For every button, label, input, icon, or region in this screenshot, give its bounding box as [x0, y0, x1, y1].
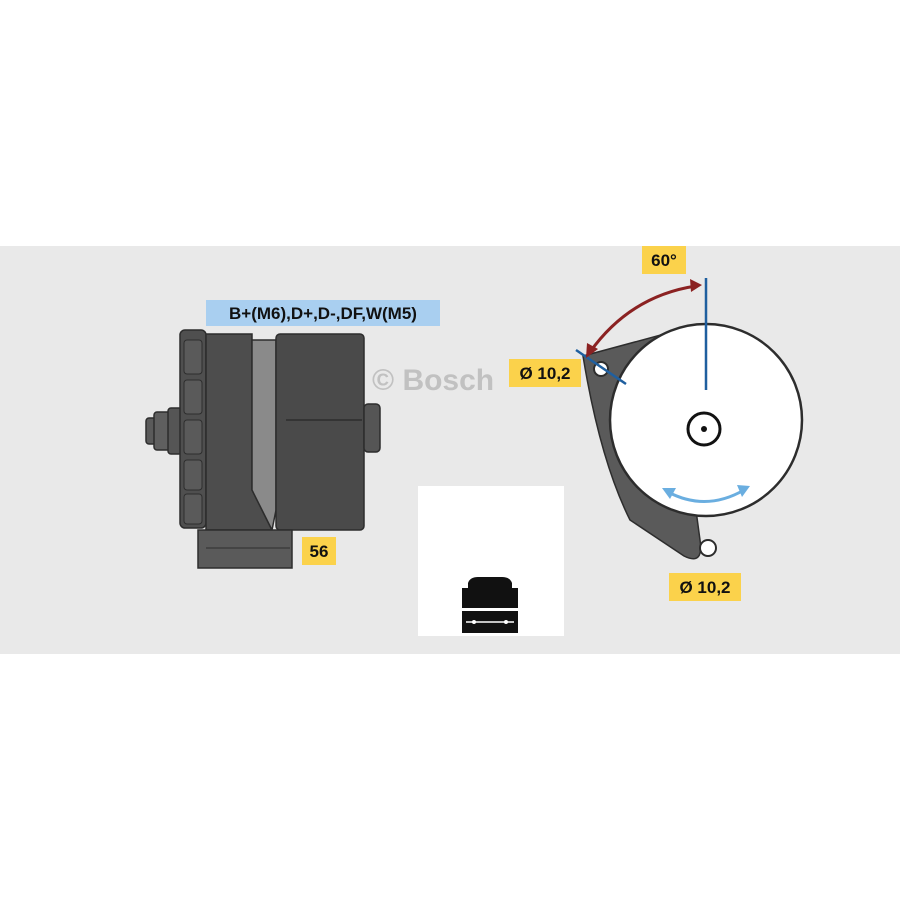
angle-arrow-icon [586, 279, 702, 358]
connector-plug-icon [462, 577, 518, 633]
length-label: 56 [302, 537, 336, 565]
rotation-arrow-icon [662, 485, 750, 503]
angle-label: 60° [642, 246, 686, 274]
hole-bottom-label: Ø 10,2 [669, 573, 741, 601]
hole-axis-line [575, 348, 627, 386]
alternator-side-view [145, 329, 381, 569]
copyright-watermark: © Bosch [372, 364, 495, 397]
hole-top-label: Ø 10,2 [509, 359, 581, 387]
terminals-label: B+(M6),D+,D-,DF,W(M5) [206, 300, 440, 326]
alternator-front-view [575, 278, 804, 560]
